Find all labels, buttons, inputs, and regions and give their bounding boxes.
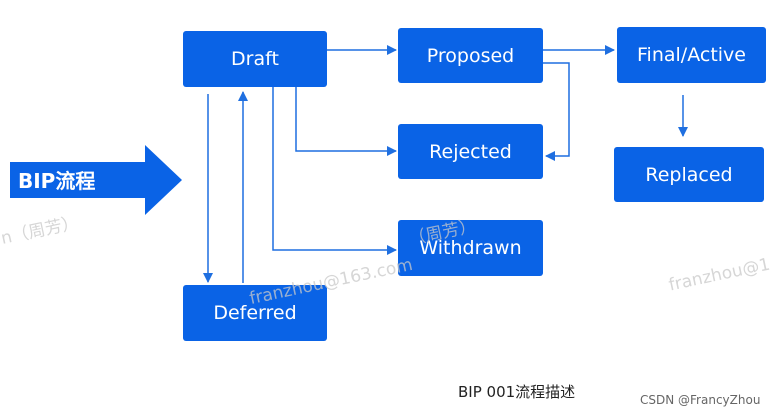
edge-draft-withdrawn — [272, 87, 397, 255]
node-draft: Draft — [183, 31, 327, 87]
node-replaced: Replaced — [614, 147, 764, 202]
bip-entry-label: BIP流程 — [18, 168, 96, 193]
source-credit: CSDN @FrancyZhou — [640, 393, 761, 407]
node-rejected: Rejected — [398, 124, 543, 179]
node-deferred: Deferred — [183, 285, 327, 341]
node-final-active: Final/Active — [617, 27, 766, 83]
node-withdrawn: Withdrawn — [398, 220, 543, 276]
edge-draft-rejected — [295, 87, 397, 156]
diagram-caption: BIP 001流程描述 — [458, 383, 576, 401]
edge-proposed-rejected — [543, 62, 570, 161]
bip-entry-arrow — [10, 145, 182, 215]
node-proposed: Proposed — [398, 28, 543, 83]
